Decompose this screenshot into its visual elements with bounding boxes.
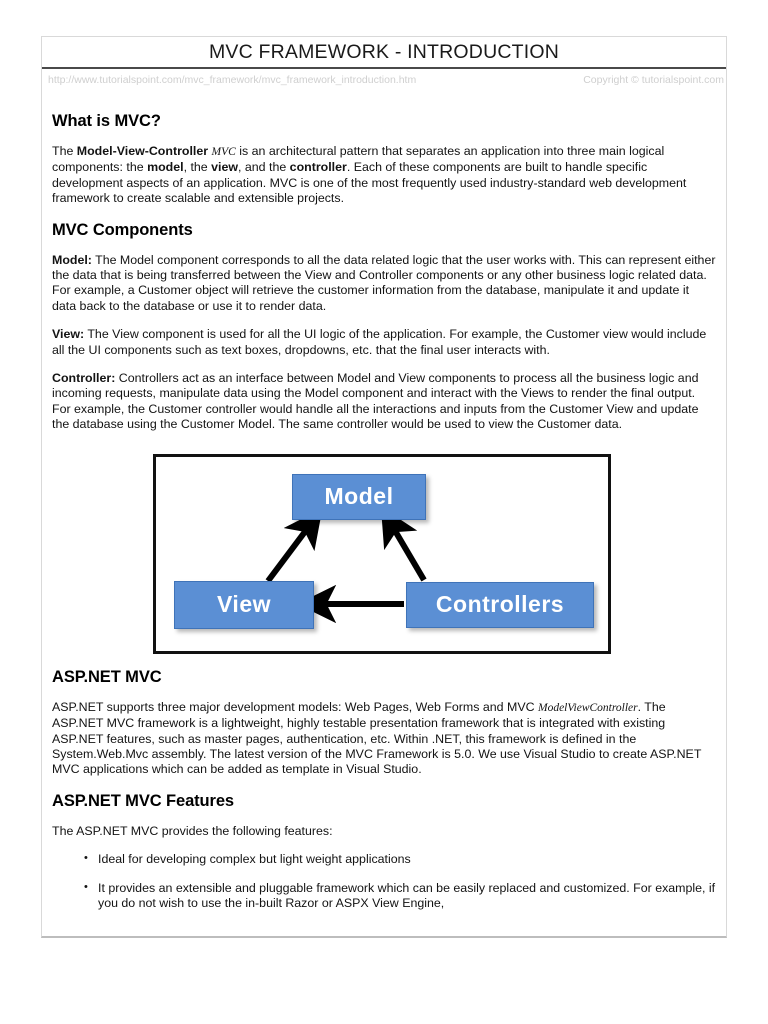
text-bold-controller: controller: [289, 160, 347, 175]
document-header: MVC FRAMEWORK - INTRODUCTION: [42, 37, 726, 69]
text-fragment: is an architectural pattern that separat…: [52, 144, 665, 175]
text-bold-model: model: [147, 160, 184, 175]
paragraph-aspnet-mvc: ASP.NET supports three major development…: [52, 700, 716, 778]
label-model: Model:: [52, 252, 92, 267]
label-controller: Controller:: [52, 371, 116, 386]
list-item: It provides an extensible and pluggable …: [84, 880, 716, 912]
paragraph-view: View: The View component is used for all…: [52, 327, 716, 358]
diagram-box-model: Model: [292, 473, 426, 520]
heading-aspnet-mvc-features: ASP.NET MVC Features: [52, 791, 234, 810]
text-italic-mvc: MVC: [211, 146, 236, 158]
diagram-arrows: [265, 506, 427, 623]
document-subheader: http://www.tutorialspoint.com/mvc_framew…: [42, 69, 726, 90]
text-fragment: The: [52, 144, 77, 158]
paragraph-what-is-mvc: The Model-View-Controller MVC is an arch…: [52, 144, 716, 207]
text-fragment: ASP.NET supports three major development…: [52, 699, 538, 714]
list-item: Ideal for developing complex but light w…: [84, 851, 716, 867]
feature-list: Ideal for developing complex but light w…: [52, 851, 716, 912]
copyright-notice: Copyright © tutorialspoint.com: [583, 73, 724, 86]
text-bold-model-view-controller: Model-View-Controller: [76, 144, 209, 158]
arrow-view-to-model: [265, 508, 323, 583]
label-view: View:: [52, 327, 85, 342]
text-bold-view: view: [211, 160, 238, 175]
diagram-box-view: View: [174, 580, 314, 629]
text-model-body: The Model component corresponds to all t…: [52, 252, 716, 313]
text-fragment: . Each of these components are built to …: [52, 160, 687, 206]
arrow-controllers-to-model: [380, 506, 427, 582]
mvc-architecture-diagram: Model View Controllers: [153, 453, 611, 654]
text-fragment: . The ASP.NET MVC framework is a lightwe…: [52, 699, 702, 777]
text-fragment: , and the: [238, 160, 290, 175]
heading-what-is-mvc: What is MVC?: [52, 112, 161, 130]
document-page: MVC FRAMEWORK - INTRODUCTION http://www.…: [41, 36, 727, 939]
text-fragment: , the: [183, 160, 212, 175]
diagram-box-controllers: Controllers: [406, 581, 594, 628]
text-italic-modelviewcontroller: ModelViewController: [537, 701, 638, 714]
paragraph-features-intro: The ASP.NET MVC provides the following f…: [52, 823, 333, 838]
page-title: MVC FRAMEWORK - INTRODUCTION: [208, 40, 560, 63]
heading-mvc-components: MVC Components: [52, 220, 193, 239]
source-url: http://www.tutorialspoint.com/mvc_framew…: [48, 73, 417, 86]
heading-aspnet-mvc: ASP.NET MVC: [52, 667, 162, 686]
text-view-body: The View component is used for all the U…: [52, 327, 707, 357]
paragraph-model: Model: The Model component corresponds t…: [52, 253, 716, 315]
paragraph-controller: Controller: Controllers act as an interf…: [52, 371, 716, 433]
text-controller-body: Controllers act as an interface between …: [52, 371, 699, 432]
document-body: What is MVC? The Model-View-Controller M…: [42, 90, 726, 936]
